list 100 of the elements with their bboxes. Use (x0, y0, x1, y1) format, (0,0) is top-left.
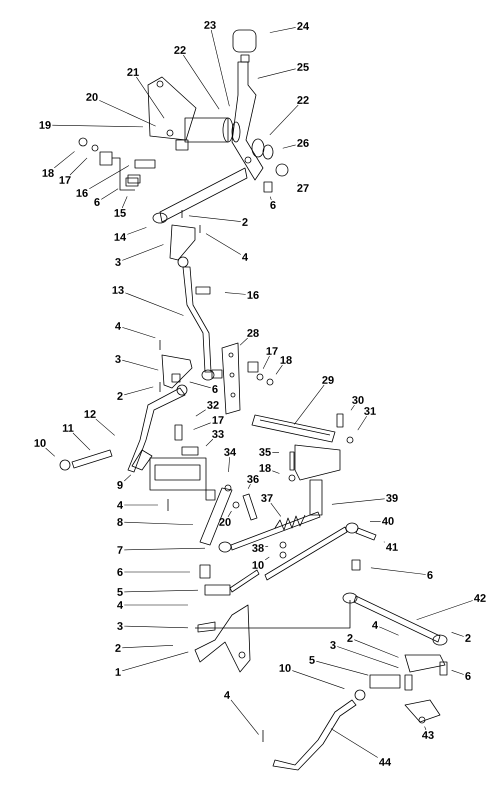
leader-line (72, 432, 90, 450)
leader-line (125, 292, 184, 316)
callout-number: 4 (115, 322, 121, 330)
leader-line (316, 660, 369, 676)
leader-line (272, 470, 280, 474)
callout-number: 3 (330, 641, 336, 649)
leader-line (224, 292, 246, 295)
callout-number: 4 (117, 501, 123, 509)
leader-line (122, 244, 164, 261)
leader-line (228, 510, 232, 518)
callout-number: 1 (116, 668, 121, 676)
callout-number: 31 (364, 407, 376, 415)
callout-number: 44 (379, 758, 392, 766)
leader-line (122, 652, 189, 672)
leader-line (264, 556, 270, 560)
leader-line (270, 502, 282, 517)
callout-number: 2 (242, 218, 248, 226)
callout-number: 18 (260, 464, 271, 472)
callout-number: 22 (297, 96, 309, 104)
callout-number: 25 (297, 63, 309, 71)
leader-line (248, 484, 251, 490)
callout-number: 34 (224, 448, 236, 456)
callout-number: 3 (115, 258, 121, 266)
callout-number: 4 (117, 601, 123, 609)
callout-number: 6 (465, 672, 471, 680)
callout-number: 10 (252, 561, 264, 569)
callout-number: 4 (224, 691, 230, 699)
callout-number: 14 (114, 233, 126, 241)
callout-number: 19 (40, 121, 51, 129)
callout-number: 28 (247, 329, 259, 337)
leader-line (54, 151, 75, 168)
leader-line (265, 546, 268, 547)
callout-number: 41 (386, 543, 398, 551)
leader-line (124, 548, 206, 550)
leader-line (416, 600, 473, 620)
leader-line (70, 158, 88, 176)
leader-line (124, 386, 154, 396)
leader-line (196, 409, 206, 416)
leader-line (136, 76, 164, 118)
callout-number: 6 (427, 571, 433, 579)
leader-line (292, 670, 345, 689)
leader-line (451, 632, 464, 637)
leader-line (99, 100, 156, 126)
leader-line (282, 144, 296, 149)
leader-line (96, 418, 115, 436)
callout-number: 27 (297, 184, 309, 192)
callout-number: 32 (207, 401, 219, 409)
callout-number: 2 (115, 644, 121, 652)
callout-number: 18 (280, 356, 292, 364)
callout-number: 21 (127, 68, 139, 76)
leader-line (270, 27, 296, 33)
callout-number: 13 (112, 286, 124, 294)
leader-line (276, 364, 283, 375)
callout-number: 36 (247, 475, 259, 483)
callout-number: 16 (248, 291, 259, 299)
callout-number: 18 (42, 169, 54, 177)
leader-line (124, 474, 132, 482)
leader-line (258, 68, 296, 79)
callout-number: 16 (76, 189, 88, 197)
callout-number: 5 (117, 588, 123, 596)
callout-number: 4 (372, 621, 378, 629)
callout-number: 2 (117, 392, 123, 400)
leader-line (127, 227, 147, 235)
leader-line (124, 626, 188, 628)
callout-number: 2 (347, 634, 353, 642)
callout-number: 9 (117, 481, 123, 489)
leader-line (228, 456, 230, 472)
callout-number: 12 (84, 410, 96, 418)
leader-line (183, 54, 220, 110)
leader-line (451, 670, 464, 675)
leader-line (370, 568, 426, 575)
callout-number: 3 (115, 355, 121, 363)
leader-line (336, 646, 399, 668)
leader-line (230, 700, 259, 735)
leader-line (294, 384, 324, 425)
leader-line (122, 327, 156, 338)
callout-number: 22 (174, 46, 186, 54)
callout-number: 20 (86, 93, 98, 101)
callout-number: 6 (270, 201, 276, 209)
leader-line (188, 215, 242, 222)
leader-line (332, 498, 385, 505)
leader-line (262, 356, 270, 370)
leader-line (354, 639, 399, 658)
leader-line (124, 504, 158, 506)
callout-number: 6 (212, 385, 218, 393)
callout-number: 2 (465, 634, 471, 642)
leader-line (122, 196, 128, 208)
leader-line (189, 382, 212, 388)
callout-number: 43 (422, 731, 434, 739)
leader-line (357, 416, 368, 430)
callout-number: 11 (62, 424, 74, 432)
leader-line (350, 404, 355, 411)
callout-number: 24 (297, 22, 310, 30)
leader-line (272, 452, 280, 453)
leader-line (52, 124, 144, 128)
callout-number: 6 (117, 568, 123, 576)
leader-line (370, 521, 381, 522)
callout-number: 38 (252, 544, 264, 552)
leader-line (122, 645, 174, 648)
callout-number: 20 (219, 518, 231, 526)
